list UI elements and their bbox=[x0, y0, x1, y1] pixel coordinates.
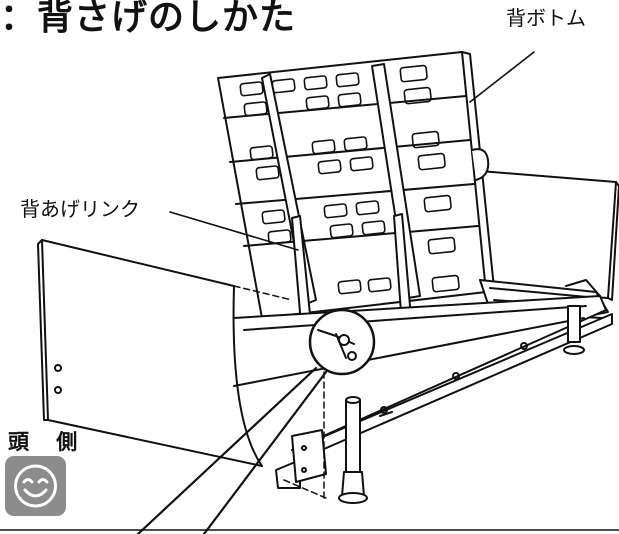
back-bottom-panel bbox=[217, 51, 495, 319]
label-back-raise-link: 背あげリンク bbox=[20, 197, 140, 221]
smiling-face-icon bbox=[5, 456, 66, 516]
slat-pockets bbox=[239, 64, 460, 295]
leader-lines bbox=[169, 51, 535, 251]
section-title: ：背さげのしかた bbox=[0, 0, 297, 38]
leg-bracket bbox=[291, 429, 327, 483]
side-rail bbox=[233, 295, 613, 463]
label-back-bottom: 背ボトム bbox=[506, 6, 586, 30]
head-board bbox=[37, 239, 263, 467]
detail-circle bbox=[308, 308, 376, 376]
zoom-lines bbox=[136, 366, 328, 534]
label-head-side: 頭 側 bbox=[8, 430, 88, 454]
